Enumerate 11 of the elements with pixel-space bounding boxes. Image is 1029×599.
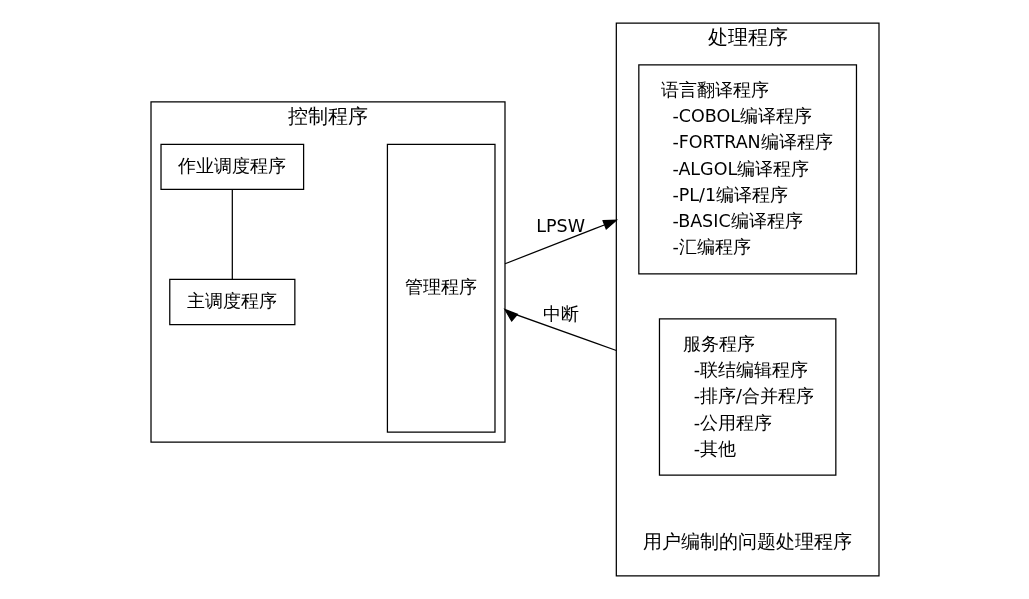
label: 用户编制的问题处理程序 — [642, 530, 852, 552]
edge-label: 中断 — [542, 303, 579, 324]
connector — [231, 189, 233, 280]
arrow — [503, 219, 618, 265]
node-box: 服务程序 -联结编辑程序 -排序/合并程序 -公用程序 -其他 — [658, 318, 836, 476]
node-box: 管理程序 — [386, 143, 496, 433]
node-box: 主调度程序 — [168, 278, 295, 326]
node-box: 作业调度程序 — [159, 143, 304, 191]
node-box: 语言翻译程序 -COBOL编译程序 -FORTRAN编译程序 -ALGOL编译程序 -PL/1编译程序 -BASIC编译程序 -汇编程序 — [637, 64, 857, 275]
arrow — [503, 308, 617, 352]
edge-label: LPSW — [535, 216, 585, 237]
